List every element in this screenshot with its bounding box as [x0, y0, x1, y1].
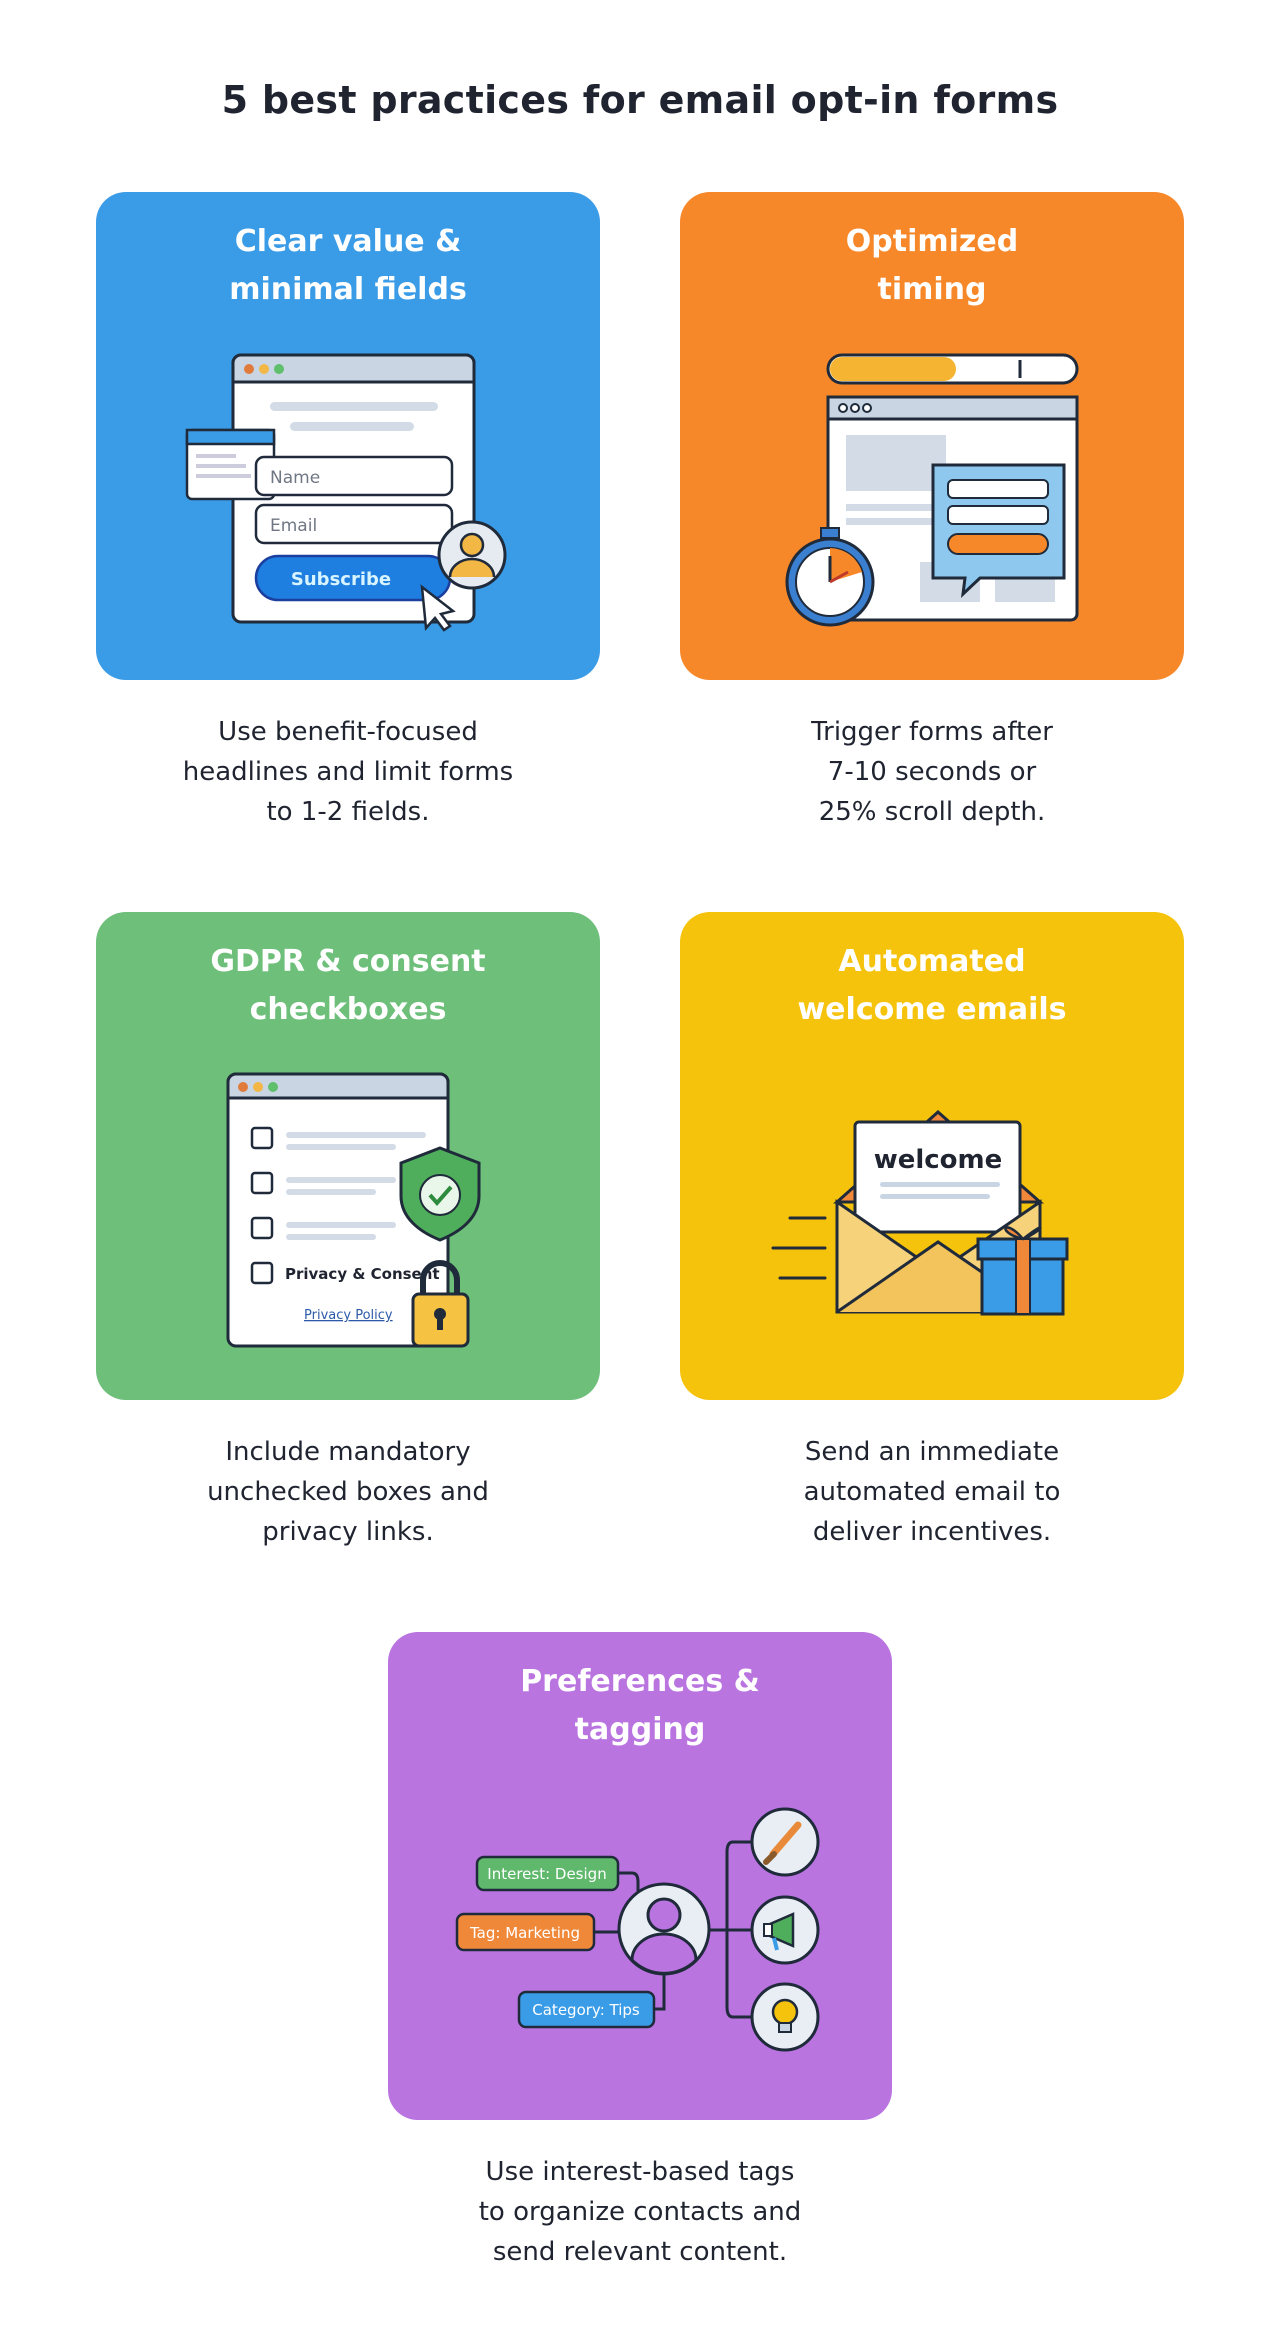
tag-category-tips: Category: Tips [532, 2001, 640, 2019]
name-field-placeholder: Name [270, 468, 320, 488]
tag-interest-design: Interest: Design [487, 1865, 606, 1883]
contact-avatar-icon [617, 1882, 711, 1976]
card-clear-value: Clear value & minimal fields Name Email … [96, 192, 600, 680]
megaphone-icon [750, 1895, 820, 1965]
card-title: Optimized timing [845, 224, 1019, 307]
tag-marketing: Tag: Marketing [469, 1924, 580, 1942]
paintbrush-icon [750, 1807, 820, 1877]
subscribe-button: Subscribe [291, 569, 391, 590]
welcome-email-illustration: welcome [771, 1109, 1069, 1316]
card-gdpr-consent: GDPR & consent checkboxes Privacy & Cons… [96, 912, 600, 1400]
card-optimized-timing: Optimized timing [680, 192, 1184, 680]
page-title: 5 best practices for email opt-in forms [221, 78, 1059, 122]
lock-icon [411, 1260, 470, 1348]
signup-form-illustration: Name Email Subscribe [185, 353, 507, 632]
card-title: Preferences & tagging [520, 1664, 760, 1747]
card-description: Send an immediate automated email to del… [803, 1437, 1061, 1547]
card-description: Use interest-based tags to organize cont… [478, 2157, 802, 2267]
consent-label: Privacy & Consent [285, 1265, 440, 1283]
gift-icon [976, 1226, 1069, 1316]
card-preferences-tagging: Preferences & tagging Interest: Design T… [388, 1632, 892, 2120]
card-description: Use benefit-focused headlines and limit … [182, 717, 514, 827]
card-title: GDPR & consent checkboxes [210, 944, 486, 1027]
privacy-policy-link: Privacy Policy [304, 1308, 393, 1323]
card-title: Automated welcome emails [797, 944, 1067, 1027]
timing-illustration [785, 353, 1079, 627]
cursor-icon [420, 584, 456, 632]
email-field-placeholder: Email [270, 516, 317, 536]
card-description: Trigger forms after 7-10 seconds or 25% … [811, 717, 1053, 827]
card-title: Clear value & minimal fields [229, 224, 467, 307]
welcome-letter-text: welcome [874, 1145, 1003, 1175]
card-welcome-emails: Automated welcome emails welcome [680, 912, 1184, 1400]
lightbulb-icon [750, 1982, 820, 2052]
tagging-illustration: Interest: Design Tag: Marketing Category… [455, 1807, 820, 2052]
consent-illustration: Privacy & Consent Privacy Policy [226, 1072, 481, 1348]
card-description: Include mandatory unchecked boxes and pr… [207, 1437, 489, 1547]
stopwatch-icon [785, 527, 875, 627]
